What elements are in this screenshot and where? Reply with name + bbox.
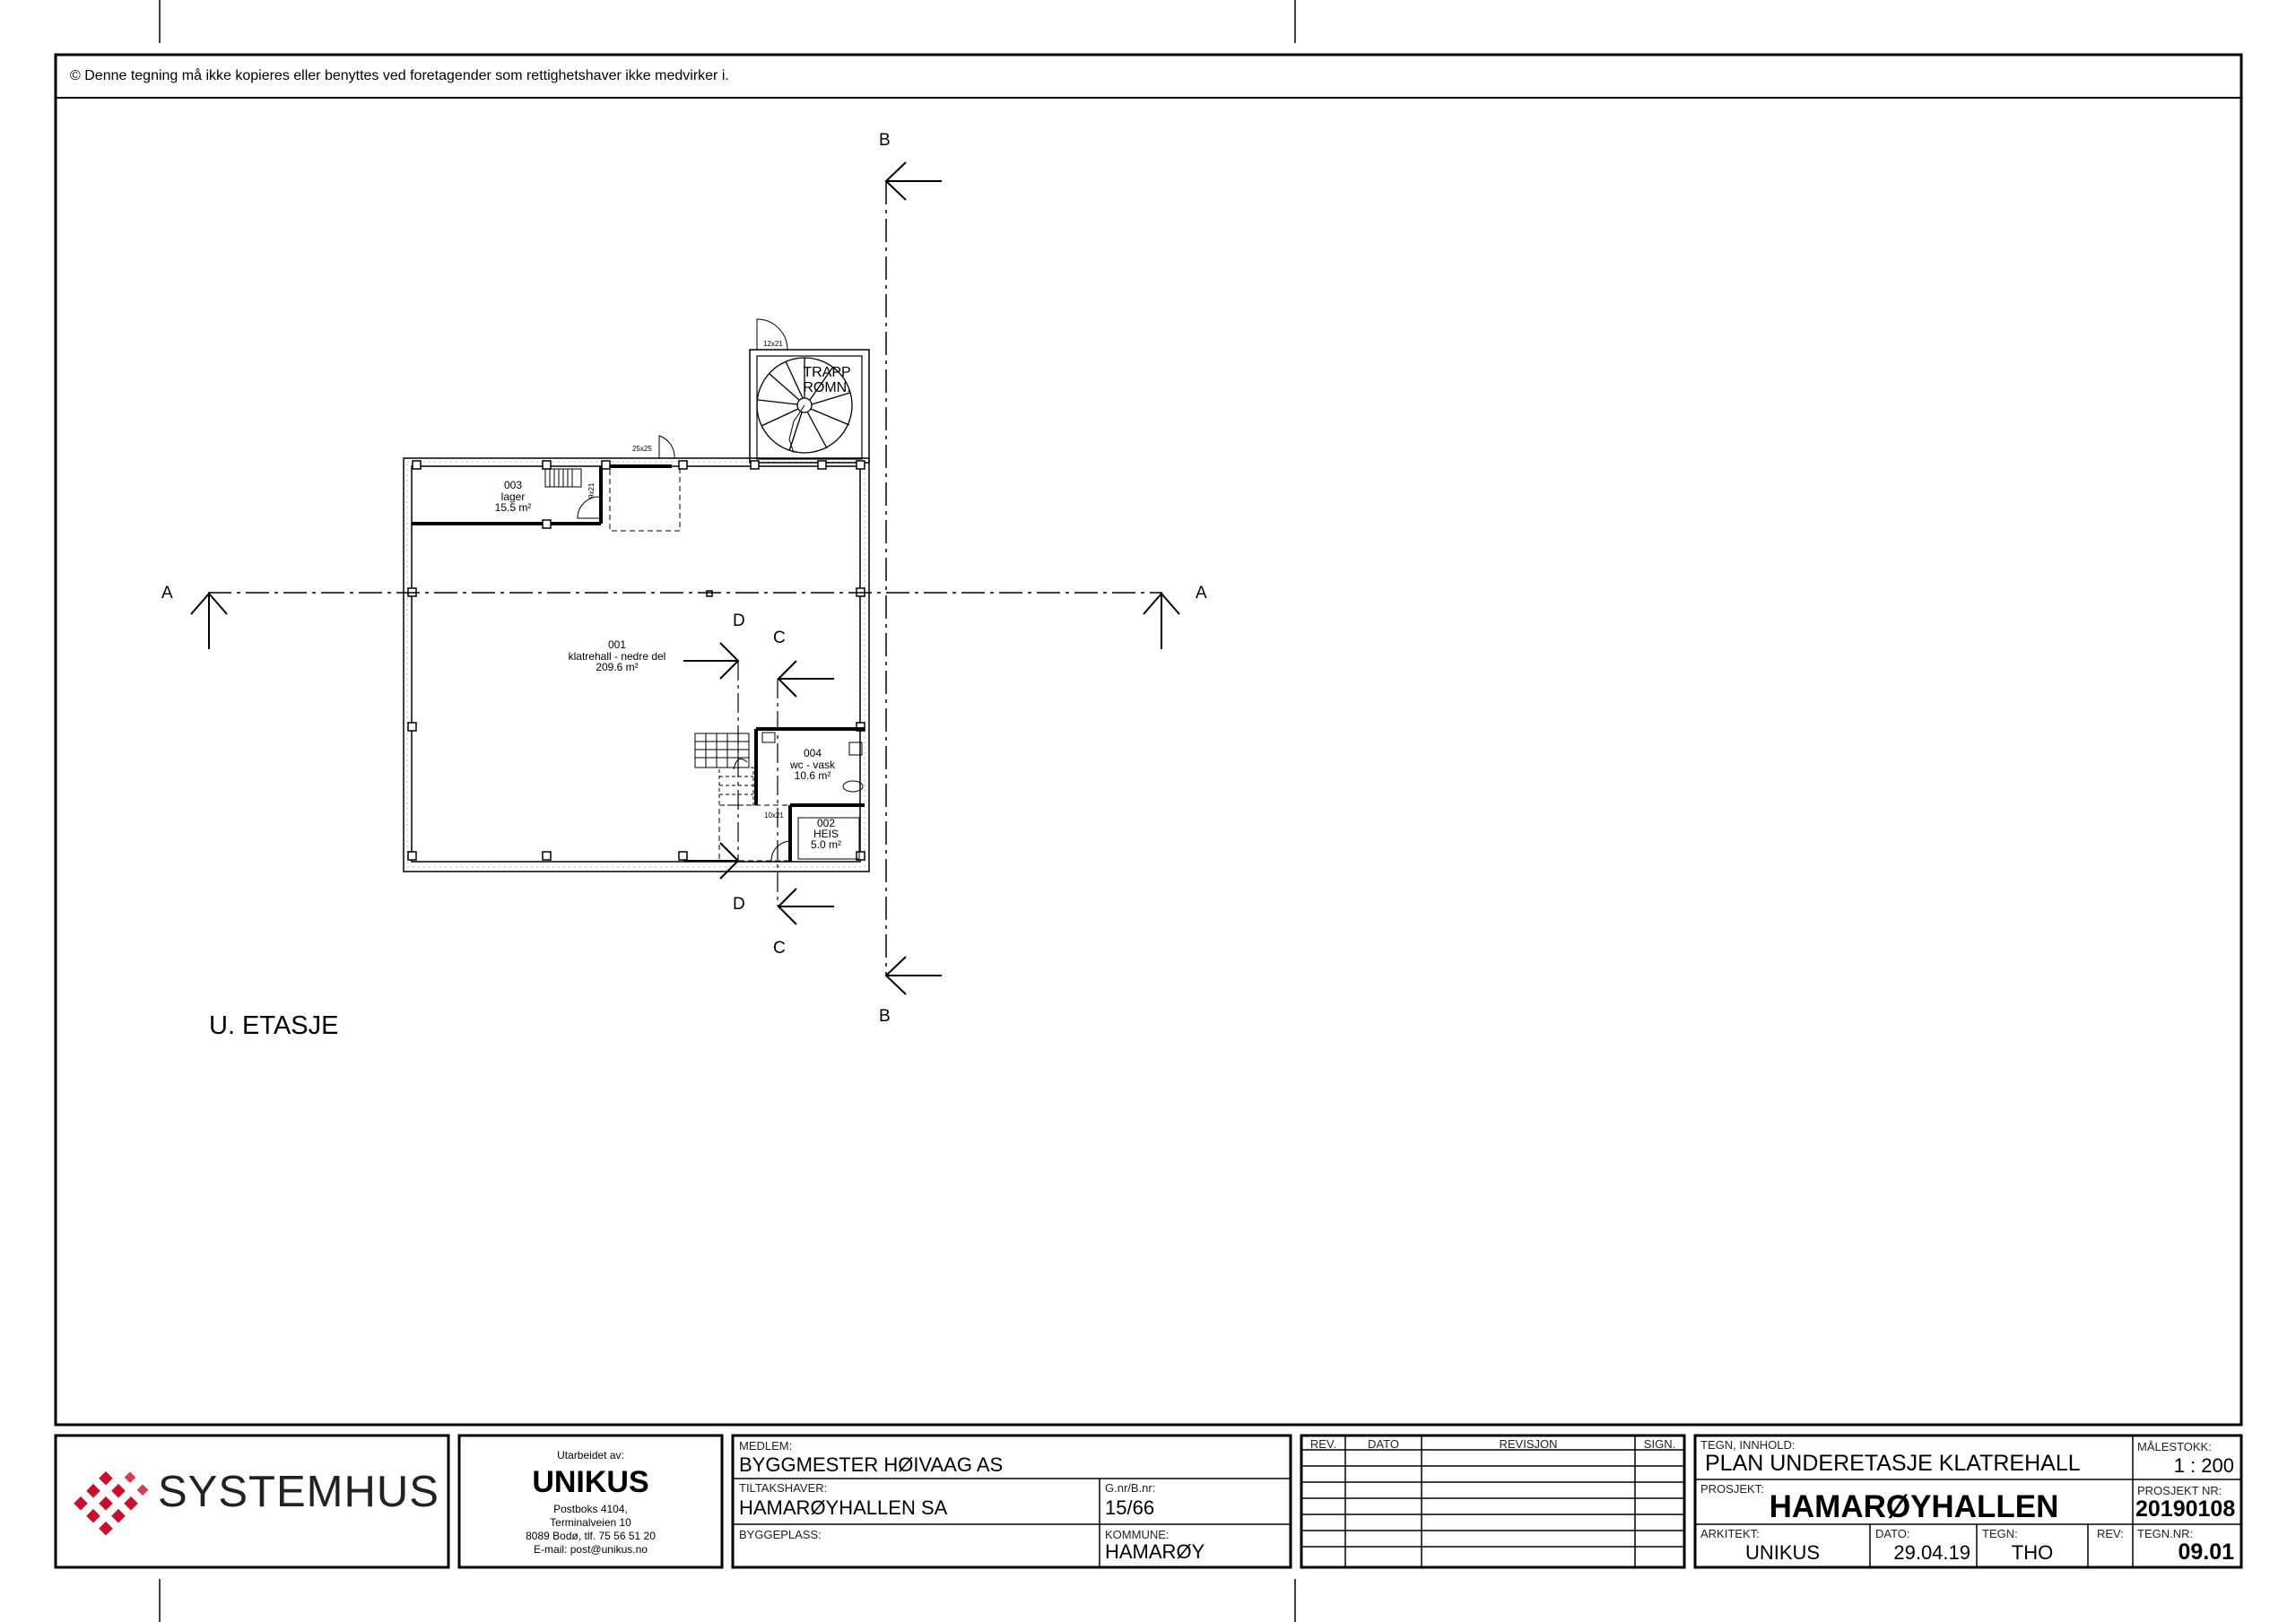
copyright-notice: © Denne tegning må ikke kopieres eller b…	[70, 68, 729, 83]
elevator-car	[797, 817, 860, 860]
logo-box	[54, 1434, 450, 1569]
drawing-nr-value: 09.01	[2178, 1540, 2234, 1565]
sink-fixture	[761, 732, 776, 743]
main-staircase	[694, 733, 790, 862]
municipality-label: KOMMUNE:	[1105, 1528, 1170, 1541]
door-swing-heis	[770, 840, 792, 862]
owner-label: TILTAKSHAVER:	[739, 1481, 828, 1495]
stair-tower-outer	[749, 349, 870, 464]
project-value: HAMARØYHALLEN	[1769, 1489, 2059, 1524]
floor-label: U. ETASJE	[209, 1011, 339, 1040]
room-name: TRAPP	[803, 365, 851, 380]
rev-label: REV:	[2097, 1527, 2124, 1540]
room-label-lager: 003 lager 15.5 m²	[478, 480, 548, 514]
room-area: 15.5 m²	[494, 501, 532, 515]
member-box	[731, 1434, 1292, 1569]
room-number: 004	[803, 747, 822, 759]
room-name: lager	[500, 490, 526, 503]
email-line: E-mail: post@unikus.no	[534, 1543, 648, 1556]
floor-plan	[190, 161, 1180, 995]
scale-label: MÅLESTOKK:	[2137, 1440, 2212, 1453]
content-value: PLAN UNDERETASJE KLATREHALL	[1705, 1451, 2081, 1476]
door-swing-lager	[577, 496, 600, 519]
gnr-label: G.nr/B.nr:	[1105, 1481, 1156, 1495]
drawing-frame	[54, 53, 2243, 1427]
door-size-label: 12x21	[763, 340, 783, 348]
room-area: 5.0 m²	[810, 838, 841, 851]
room-name: wc - vask	[789, 758, 835, 771]
section-marker-b-top: B	[879, 131, 891, 150]
roof-hatch-outline	[609, 465, 681, 532]
wash-basin	[848, 742, 863, 756]
room-label-heis: 002 HEIS 5.0 m²	[800, 818, 852, 850]
section-marker-c-bottom: C	[773, 939, 786, 958]
wall-hatch	[406, 461, 865, 868]
title-box	[1693, 1434, 2243, 1569]
rev-header: REV.	[1309, 1437, 1337, 1451]
section-marker-a-left: A	[161, 584, 173, 603]
architect-label: ARKITEKT:	[1700, 1527, 1760, 1540]
drawing-nr-label: TEGN.NR:	[2137, 1527, 2194, 1540]
outer-wall-outer	[403, 457, 870, 872]
spiral-stair	[756, 357, 853, 454]
project-label: PROSJEKT:	[1700, 1482, 1764, 1496]
owner-value: HAMARØYHALLEN SA	[739, 1496, 948, 1519]
room-name: HEIS	[813, 828, 839, 840]
door-size-label: 9x21	[587, 482, 596, 499]
revision-box	[1300, 1434, 1686, 1569]
prepared-by-box	[457, 1434, 724, 1569]
room-label-trapperom: TRAPP ROMN.	[796, 365, 858, 396]
date-label: DATO:	[1875, 1527, 1910, 1540]
architect-value: UNIKUS	[1744, 1541, 1821, 1564]
systemhus-logo-icon	[74, 1470, 149, 1536]
room-label-klatrehall: 001 klatrehall - nedre del 209.6 m²	[545, 639, 689, 673]
section-marker-d-top: D	[733, 612, 745, 630]
address-line: Terminalveien 10	[550, 1516, 631, 1529]
content-label: TEGN, INNHOLD:	[1700, 1438, 1796, 1452]
sign-header: SIGN.	[1643, 1437, 1676, 1451]
door-size-label: 25x25	[632, 445, 652, 453]
section-marker-c-top: C	[773, 629, 786, 647]
room-number: 003	[503, 479, 523, 491]
room-number: 002	[816, 817, 836, 829]
door-size-label: 10x21	[764, 811, 784, 820]
address-line: Postboks 4104,	[553, 1503, 628, 1515]
member-label: MEDLEM:	[739, 1439, 793, 1453]
municipality-value: HAMARØY	[1105, 1540, 1205, 1563]
room-area: 10.6 m²	[794, 769, 831, 783]
drawn-by-label: TEGN:	[1982, 1527, 2018, 1540]
room-name: ROMN.	[803, 379, 851, 395]
scale-value: 1 : 200	[2173, 1454, 2234, 1477]
unikus-logo-text: UNIKUS	[532, 1465, 649, 1499]
systemhus-logo-text: SYSTEMHUS	[158, 1468, 439, 1516]
gnr-value: 15/66	[1105, 1496, 1155, 1519]
section-marker-b-bottom: B	[879, 1007, 891, 1026]
revision-header: REVISJON	[1499, 1437, 1558, 1451]
address-line: 8089 Bodø, tlf. 75 56 51 20	[526, 1530, 656, 1542]
section-marker-d-bottom: D	[733, 895, 745, 914]
room-area: 209.6 m²	[596, 661, 639, 674]
room-number: 001	[607, 638, 627, 651]
room-label-wc: 004 wc - vask 10.6 m²	[777, 748, 848, 782]
section-marker-a-right: A	[1196, 584, 1207, 603]
lager-ladder	[544, 468, 582, 488]
member-value: BYGGMESTER HØIVAAG AS	[739, 1453, 1004, 1476]
door-swing-hatch	[658, 435, 675, 459]
toilet	[842, 780, 864, 793]
project-nr-label: PROSJEKT NR:	[2137, 1484, 2222, 1497]
drawn-by-value: THO	[2011, 1541, 2054, 1564]
site-label: BYGGEPLASS:	[739, 1528, 822, 1541]
door-swing-top	[756, 318, 788, 351]
date-header: DATO	[1368, 1437, 1399, 1451]
date-value: 29.04.19	[1893, 1541, 1970, 1564]
prepared-by-label: Utarbeidet av:	[557, 1449, 624, 1462]
room-name: klatrehall - nedre del	[568, 649, 666, 663]
project-nr-value: 20190108	[2135, 1496, 2236, 1522]
